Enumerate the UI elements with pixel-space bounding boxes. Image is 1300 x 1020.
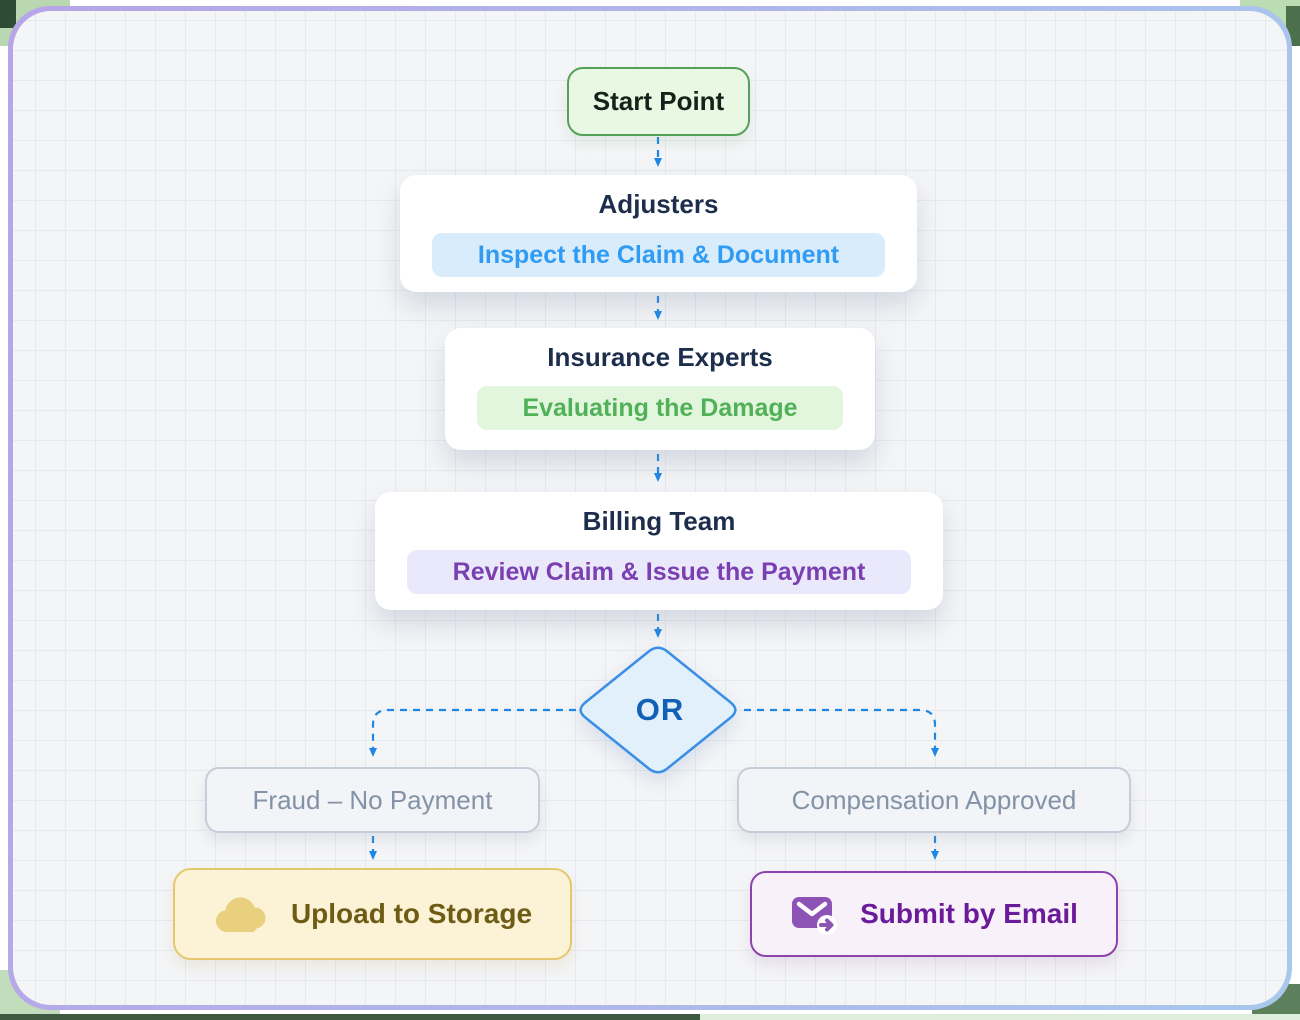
submit-label: Submit by Email [860,898,1078,929]
node-adjusters[interactable]: Adjusters Inspect the Claim & Document [400,175,917,292]
node-insurance-experts[interactable]: Insurance Experts Evaluating the Damage [445,328,875,450]
adjusters-title: Adjusters [598,189,719,219]
fraud-label: Fraud – No Payment [252,784,493,815]
bottom-edge-strip [700,1014,1300,1020]
start-point-label: Start Point [592,86,725,116]
cloud-icon [213,894,271,934]
insurance-title: Insurance Experts [547,342,773,372]
flowchart-canvas: Start Point Adjusters Inspect the Claim … [13,11,1287,1005]
node-billing-team[interactable]: Billing Team Review Claim & Issue the Pa… [375,492,943,610]
node-submit-by-email[interactable]: Submit by Email [750,871,1118,957]
mail-forward-icon [790,892,840,936]
node-fraud-no-payment[interactable]: Fraud – No Payment [205,767,540,833]
billing-title: Billing Team [582,506,736,536]
approved-label: Compensation Approved [791,784,1077,815]
node-compensation-approved[interactable]: Compensation Approved [737,767,1131,833]
insurance-task-pill: Evaluating the Damage [477,386,843,430]
flowchart-frame: Start Point Adjusters Inspect the Claim … [8,6,1292,1010]
node-upload-to-storage[interactable]: Upload to Storage [173,868,572,960]
billing-task-pill: Review Claim & Issue the Payment [407,550,911,594]
corner-decoration [0,0,16,28]
decision-or-label[interactable]: OR [635,692,685,727]
adjusters-task-pill: Inspect the Claim & Document [432,233,885,277]
upload-label: Upload to Storage [290,898,533,929]
node-start-point[interactable]: Start Point [567,67,750,136]
bottom-edge-strip [0,1014,700,1020]
